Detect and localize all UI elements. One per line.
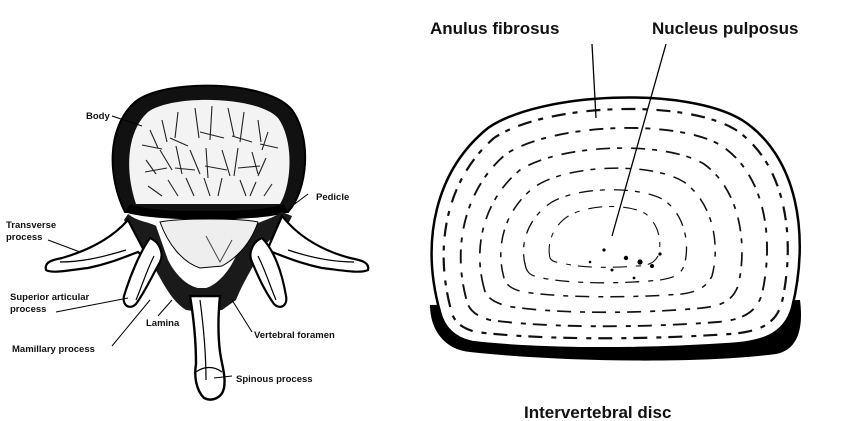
label-mamillary-process: Mamillary process (12, 344, 95, 355)
label-vertebral-foramen: Vertebral foramen (254, 330, 335, 341)
caption-intervertebral-disc: Intervertebral disc (524, 403, 671, 421)
label-superior-articular-process-line1: Superior articular (10, 292, 89, 303)
label-body: Body (86, 111, 110, 122)
disc-drawing (430, 44, 801, 361)
label-transverse-process-line2: process (6, 232, 42, 243)
label-spinous-process: Spinous process (236, 374, 313, 385)
label-transverse-process-line1: Transverse (6, 220, 56, 231)
label-nucleus-pulposus: Nucleus pulposus (652, 19, 798, 38)
label-anulus-fibrosus: Anulus fibrosus (430, 19, 559, 38)
label-pedicle: Pedicle (316, 192, 349, 203)
label-lamina: Lamina (146, 318, 180, 329)
label-superior-articular-process-line2: process (10, 304, 46, 315)
